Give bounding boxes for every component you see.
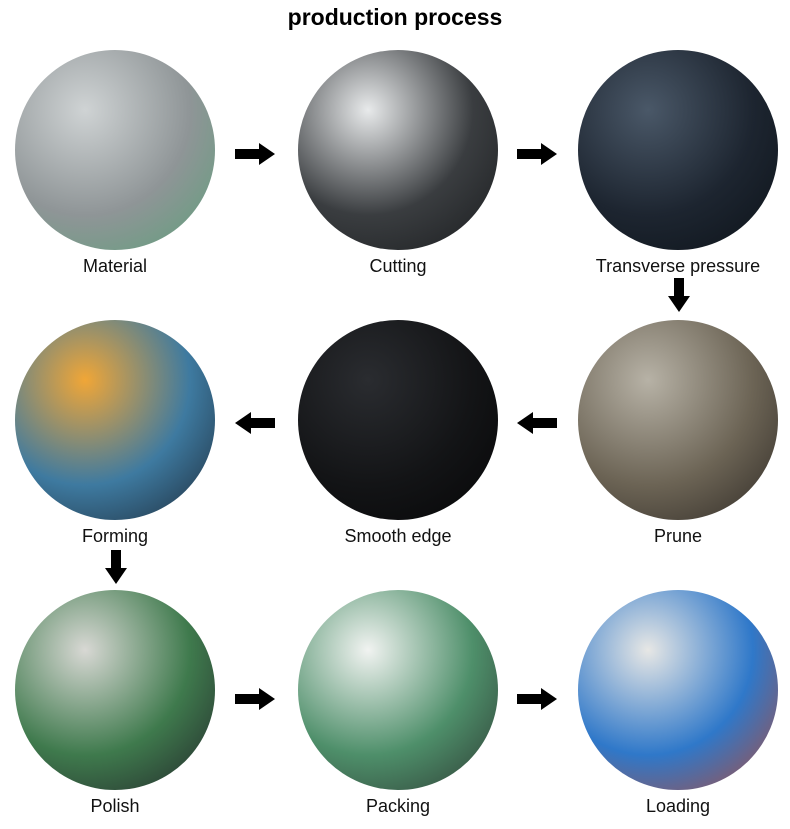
- step-photo: [578, 590, 778, 790]
- arrow-down-icon: [668, 278, 690, 312]
- step-label: Cutting: [369, 256, 427, 276]
- step-label: Packing: [365, 796, 431, 816]
- step-photo: [298, 320, 498, 520]
- step-photo: [578, 50, 778, 250]
- step-label: Prune: [653, 526, 703, 546]
- arrow-left-icon: [517, 412, 557, 434]
- step-photo: [298, 590, 498, 790]
- arrow-left-icon: [235, 412, 275, 434]
- process-step: Loading: [578, 590, 778, 816]
- arrow-down-icon: [105, 550, 127, 584]
- step-label: Transverse pressure: [595, 256, 761, 276]
- process-step: Cutting: [298, 50, 498, 276]
- step-label: Loading: [645, 796, 711, 816]
- arrow-right-icon: [235, 688, 275, 710]
- step-photo: [15, 320, 215, 520]
- process-step: Polish: [15, 590, 215, 816]
- step-label: Forming: [81, 526, 148, 546]
- step-photo: [578, 320, 778, 520]
- step-photo: [15, 50, 215, 250]
- process-step: Packing: [298, 590, 498, 816]
- page-title: production process: [287, 4, 503, 30]
- arrow-right-icon: [517, 688, 557, 710]
- process-step: Smooth edge: [298, 320, 498, 546]
- arrow-right-icon: [517, 143, 557, 165]
- step-label: Smooth edge: [344, 526, 452, 546]
- process-step: Transverse pressure: [578, 50, 778, 276]
- step-photo: [15, 590, 215, 790]
- step-label: Polish: [90, 796, 140, 816]
- process-step: Prune: [578, 320, 778, 546]
- step-label: Material: [82, 256, 148, 276]
- process-step: Material: [15, 50, 215, 276]
- arrow-right-icon: [235, 143, 275, 165]
- step-photo: [298, 50, 498, 250]
- process-step: Forming: [15, 320, 215, 546]
